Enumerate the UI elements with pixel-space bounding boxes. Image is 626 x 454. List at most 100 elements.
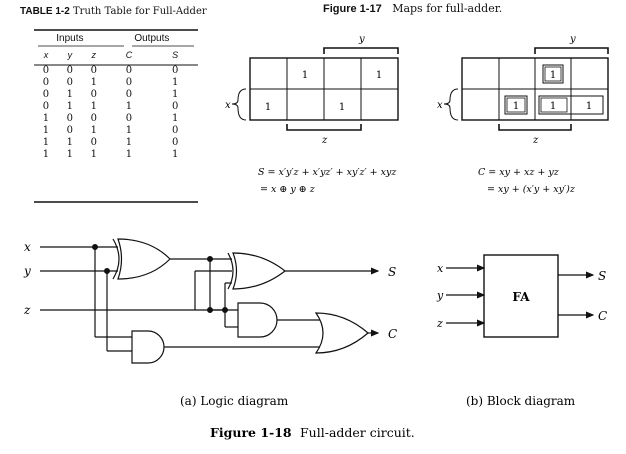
s-map-z-bracket (286, 124, 362, 131)
truth-table-cell: 1 (42, 124, 50, 136)
s-map-x-brace (231, 88, 247, 121)
truth-table-cell: 1 (90, 148, 97, 160)
c-map-cell-one: 1 (586, 101, 592, 112)
full-adder-circuit: x y z S C x y z FA S C (a) Logic diagram… (23, 238, 607, 440)
block-diagram: x y z FA S C (436, 254, 607, 338)
truth-table-cell: 1 (42, 112, 50, 124)
c-map-z-label: z (532, 135, 539, 146)
truth-table-cell: 1 (90, 100, 97, 112)
truth-table-cell: 1 (66, 148, 74, 160)
truth-table-cell: 1 (90, 124, 97, 136)
truth-table-cell: 0 (42, 64, 50, 76)
s-map-cell-one: 1 (302, 70, 308, 81)
c-map-cell-one: 1 (550, 101, 556, 112)
outputs-group-header: Outputs (134, 32, 170, 44)
logic-diagram (40, 238, 380, 364)
fa-block (483, 254, 559, 338)
s-map-z-label: z (321, 135, 328, 146)
truth-table-row: 1 0 1 1 0 (34, 124, 198, 136)
s-equation-line1: S = x′y′z + x′yz′ + xy′z′ + xyz (258, 167, 397, 178)
figure-1-17-title: Maps for full-adder. (392, 2, 503, 15)
truth-table-cell: 1 (66, 136, 74, 148)
s-map-y-label: y (358, 34, 365, 45)
output-c-label: C (388, 327, 397, 341)
block-input-y-label: y (436, 289, 444, 302)
c-equation-line2: = xy + (x′y + xy′)z (487, 184, 576, 195)
block-input-x-label: x (437, 262, 444, 275)
truth-table-cell: 1 (90, 76, 97, 88)
figure-1-17-number: Figure 1-17 (323, 3, 382, 15)
circuit-panel: x y z S C x y z FA S C (a) Logic diagram… (0, 215, 626, 454)
xor-gate-1 (117, 238, 171, 280)
truth-table-cell: 0 (125, 76, 133, 88)
and-gate-upper (237, 302, 278, 338)
c-map-cell-one: 1 (513, 101, 519, 112)
truth-table-cell: 0 (66, 124, 74, 136)
input-z-label: z (23, 303, 31, 317)
xor-gate-2 (232, 252, 286, 290)
figure-1-18-title: Full-adder circuit. (300, 425, 415, 440)
truth-table-cell: 1 (171, 112, 179, 124)
c-equation-line1: C = xy + xz + yz (478, 167, 560, 178)
truth-table-cell: 1 (42, 136, 50, 148)
s-map-x-label: x (225, 100, 231, 111)
truth-table-column-header: y (67, 50, 73, 60)
truth-table-cell: 0 (90, 112, 97, 124)
figure-1-17-caption: Figure 1-17 Maps for full-adder. (323, 2, 502, 15)
truth-table-cell: 1 (66, 88, 74, 100)
truth-table-cell: 1 (42, 148, 50, 160)
c-map-y-bracket (534, 47, 609, 54)
truth-table-cell: 0 (90, 136, 97, 148)
block-output-c-label: C (598, 309, 607, 323)
truth-table-cell: 1 (171, 148, 179, 160)
c-map-x-label: x (437, 100, 443, 111)
truth-table-cell: 0 (66, 112, 74, 124)
s-equation-line2: = x ⊕ y ⊕ z (260, 184, 316, 195)
or-gate (314, 312, 369, 354)
truth-table-cell: 0 (171, 136, 179, 148)
truth-table-cell: 1 (125, 148, 133, 160)
truth-table-cell: 0 (125, 64, 133, 76)
truth-table-column-header: C (125, 50, 133, 60)
logic-labels: x y z S C (23, 240, 397, 341)
truth-table-caption: TABLE 1-2 Truth Table for Full-Adder (20, 6, 207, 17)
block-diagram-caption: (b) Block diagram (466, 394, 576, 408)
truth-table-cell: 0 (42, 76, 50, 88)
block-fa-label: FA (512, 290, 530, 304)
truth-table-column-header: x (43, 50, 49, 60)
s-karnaugh-map: 1 1 1 1 y x z (225, 34, 399, 146)
s-map-cell-one: 1 (376, 70, 382, 81)
c-map-group-box (504, 95, 528, 115)
truth-table-cell: 1 (125, 124, 133, 136)
truth-table-cell: 1 (66, 100, 74, 112)
truth-table-cell: 0 (171, 64, 179, 76)
and-gate-lower (131, 330, 165, 364)
truth-table-cell: 0 (171, 100, 179, 112)
truth-table-cell: 0 (125, 112, 133, 124)
table-number: TABLE 1-2 (20, 6, 70, 17)
figure-1-18-number: Figure 1-18 (210, 425, 292, 440)
c-map-y-label: y (569, 34, 576, 45)
truth-table-cell: 0 (90, 64, 97, 76)
s-map-y-bracket (323, 47, 399, 54)
table-title: Truth Table for Full-Adder (73, 6, 207, 17)
c-map-cell-one: 1 (550, 70, 556, 81)
xor-gate-2-back (227, 252, 234, 290)
c-map-group-box (542, 64, 564, 84)
xor-gate-1-back (112, 238, 120, 280)
logic-diagram-caption: (a) Logic diagram (180, 394, 289, 408)
truth-table-cell: 1 (171, 88, 179, 100)
truth-table-cell: 0 (66, 76, 74, 88)
truth-table-cell: 1 (125, 136, 133, 148)
truth-table-row: 1 1 0 1 0 (34, 136, 198, 148)
block-output-s-label: S (598, 269, 606, 283)
block-input-z-label: z (436, 317, 443, 330)
truth-table-cell: 0 (90, 88, 97, 100)
truth-table-cell: 0 (171, 124, 179, 136)
input-x-label: x (24, 240, 31, 254)
